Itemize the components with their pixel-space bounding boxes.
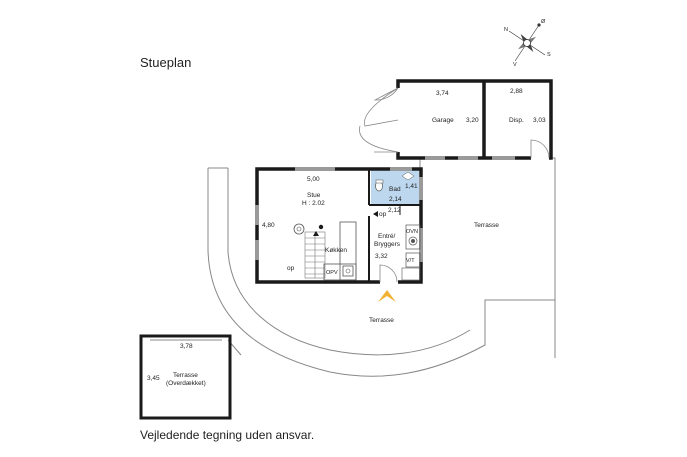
covered-terrace-depth: 3,45 [147, 375, 160, 382]
garage-depth: 3,20 [466, 117, 479, 124]
disclaimer-text: Vejledende tegning uden ansvar. [140, 428, 315, 442]
bad-depth: 1,41 [405, 183, 418, 190]
staircase [304, 231, 326, 279]
disp-width: 2,88 [510, 88, 523, 95]
op-arrow-icon [373, 211, 378, 217]
entrance-arrow-icon [378, 290, 396, 302]
compass-n: N [504, 27, 508, 33]
kitchen-label: Køkken [325, 247, 347, 254]
bad-label: Bad [389, 186, 401, 193]
stue-depth: 4,80 [262, 222, 275, 229]
washer-icon [408, 236, 418, 246]
sink-icon [401, 171, 415, 181]
entre-width: 2,12 [388, 207, 401, 214]
covered-terrace-label-1: Terrasse [173, 372, 198, 379]
garage-label: Garage [432, 117, 454, 124]
stue-width: 5,00 [307, 176, 320, 183]
stair-up-arrow-icon [313, 231, 319, 236]
covered-terrace: 3,78 3,45 Terrasse (Overdækket) [139, 334, 232, 420]
fixture-dot-icon [318, 224, 324, 230]
covered-terrace-width: 3,78 [180, 343, 193, 350]
compass-icon: N S V Ø [504, 19, 551, 68]
stue-label: Stue [307, 192, 321, 199]
main-house: 5,00 Stue H : 2.02 4,80 Køkken op OPV Ba… [255, 167, 423, 285]
compass-o: Ø [541, 19, 546, 25]
stue-op-label: op [287, 265, 295, 272]
covered-terrace-label-2: (Overdækket) [166, 380, 206, 387]
plan-title: Stueplan [140, 55, 192, 70]
entre-label-2: Bryggers [374, 241, 401, 248]
garage-width: 3,74 [436, 90, 449, 97]
disp-label: Disp. [509, 117, 524, 124]
ovn-label: OVN [406, 229, 418, 235]
terrace-right-label: Terrasse [474, 222, 499, 229]
entre-label-1: Entré/ [378, 233, 396, 240]
stove-icon [293, 223, 305, 235]
bad-width: 2,14 [389, 196, 402, 203]
garage-building: 3,74 Garage 3,20 2,88 Disp. 3,03 [359, 79, 553, 161]
terrace-front-label: Terrasse [369, 317, 394, 324]
disp-depth: 3,03 [533, 117, 546, 124]
vt-label: V/T [406, 258, 415, 264]
compass-s: S [547, 52, 551, 58]
stue-height: H : 2.02 [302, 200, 325, 207]
opv-label: OPV [326, 270, 338, 276]
entre-op-label: op [379, 211, 387, 218]
compass-v: V [513, 62, 517, 68]
entre-depth: 3,32 [375, 253, 388, 260]
